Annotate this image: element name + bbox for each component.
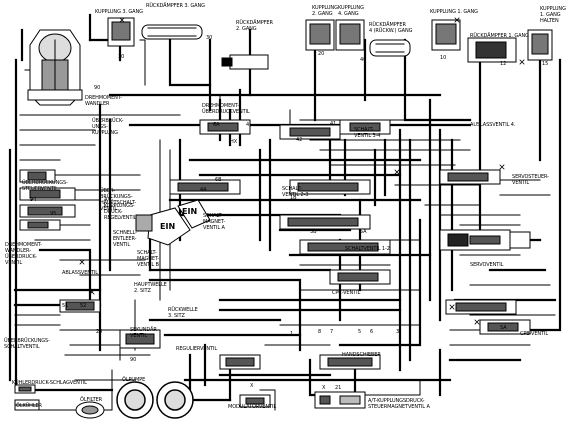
label-cpb-ventil: CPB-VENTIL bbox=[520, 331, 549, 337]
label-ueberbrueckungs-steuerventil: ÜBERBRÜCKUNGS- STEUERVENTIL bbox=[22, 180, 68, 192]
kupplung-1-halten bbox=[527, 29, 553, 61]
port-label: 5 bbox=[358, 329, 362, 335]
label-ablassventil: ABLASSVENTIL bbox=[62, 270, 98, 276]
port-label: 6B bbox=[215, 177, 222, 183]
modulatorventil-symbol bbox=[239, 394, 271, 408]
label-ueberbrueckungskupplung: ÜBERBRÜCK- UNGS- KUPPLUNG bbox=[92, 118, 124, 136]
label-rueckdaempfer-3: RÜCKDÄMPFER 3. GANG bbox=[146, 3, 205, 9]
label-drehmomentwandler-ueberdruck: DREHMOMENT- WANDLER- ÜBERDRUCK- VENTIL bbox=[5, 242, 43, 266]
schaltmagnetventil-assembly bbox=[135, 199, 211, 246]
label-drehmomentwandler: DREHMOMENT- WANDLER bbox=[85, 95, 123, 107]
label-at-kupplungs-druckregelventil: A/T- KUPPLUNGS- DRUCK- REGELVENTIL bbox=[104, 197, 137, 221]
port-label: 90 bbox=[130, 357, 137, 363]
kupplung-2-clutch bbox=[305, 19, 335, 51]
port-label: 20 bbox=[318, 51, 325, 57]
oelfilter bbox=[75, 401, 105, 419]
port-label: 8 bbox=[318, 329, 322, 335]
label-sekundaerventil: SEKUNDÄR- VENTIL bbox=[130, 327, 159, 339]
label-ein-1: EIN bbox=[160, 222, 176, 231]
port-label: 22 bbox=[225, 59, 232, 65]
label-schaltventil-12: SCHALTVENTIL 1-2 bbox=[345, 246, 390, 252]
label-oelkuehler: ÖLKÜHLER bbox=[16, 403, 42, 409]
port-label: 5A bbox=[360, 229, 367, 235]
kupplung-3-clutch bbox=[107, 17, 135, 47]
port-label: 1 bbox=[290, 331, 294, 337]
port-label: SA bbox=[500, 325, 507, 331]
oelpumpe bbox=[116, 381, 194, 419]
label-kupplung-4: KUPPLUNG 4. GANG bbox=[338, 5, 364, 17]
port-label: 95 bbox=[50, 211, 57, 217]
port-label: 1B bbox=[290, 195, 297, 201]
label-rueckdaempfer-4: RÜCKDÄMPFER 4 (RÜCKW.) GANG bbox=[369, 22, 413, 34]
label-kupplung-1-halten: KUPPLUNG 1. GANG HALTEN bbox=[540, 6, 566, 24]
label-ueberbrueckungs-zeitgeberventil: ÜBER- BRÜCKUNGS- HAUPTSCHALT- VENTIL bbox=[100, 188, 137, 212]
port-label: 52 bbox=[80, 303, 87, 309]
port-label: 12 bbox=[500, 61, 507, 67]
label-modulatorventil: MODULATORVENTIL bbox=[228, 404, 277, 410]
at-kupplungsdruck-steuermagnetventil bbox=[314, 391, 366, 409]
port-label: 25 bbox=[96, 329, 103, 335]
port-label: HX bbox=[230, 139, 238, 145]
port-label: 6A bbox=[213, 122, 220, 128]
port-label: 6 bbox=[370, 329, 374, 335]
rueckdaempfer-3 bbox=[141, 24, 203, 40]
port-label: 10 bbox=[440, 55, 447, 61]
oelkuehler bbox=[14, 399, 40, 411]
label-ablassventil-4: AUSLASSVENTIL 4. bbox=[470, 122, 516, 128]
label-at-kupplung-steuermagnetventil: A/T-KUPPLUNGSDRUCK- STEUERMAGNETVENTIL A bbox=[368, 398, 430, 410]
label-drehmoment-ueberdruck-2: DREHMOMENT- ÜBERDRUCKVENTIL bbox=[202, 103, 250, 115]
label-cpc-ventil: CPC-VENTIL bbox=[332, 290, 361, 296]
port-label: 30 bbox=[206, 35, 213, 41]
label-schaltventil-23: SCHALT- VENTIL 2-3 bbox=[282, 186, 309, 198]
port-label: X bbox=[322, 385, 326, 391]
port-label: 30 bbox=[118, 54, 125, 60]
valve-bodies bbox=[19, 119, 531, 370]
label-schaltmagnetventil-a: SCHALT- MAGNET- VENTIL A bbox=[203, 213, 226, 231]
kupplung-1-clutch bbox=[431, 19, 461, 51]
label-regulierventil: REGULIERVENTIL bbox=[176, 346, 218, 352]
label-oelpumpe: ÖLPUMPE bbox=[122, 377, 146, 383]
label-kupplung-2: KUPPLUNG 2. GANG bbox=[312, 5, 338, 17]
label-servosteuerventil: SERVOSTEUER- VENTIL bbox=[512, 174, 549, 186]
port-label: 4 bbox=[246, 122, 250, 128]
drain-markers bbox=[79, 17, 525, 325]
label-rueckwelle: RÜCKWELLE 3. SITZ bbox=[168, 307, 198, 319]
port-label: 90 bbox=[94, 85, 101, 91]
kupplung-4-clutch bbox=[335, 19, 365, 51]
label-ein-2: EIN bbox=[182, 207, 198, 216]
port-label: 3B bbox=[310, 229, 317, 235]
port-label: 42 bbox=[296, 137, 303, 143]
label-oelfilter: ÖLFILTER bbox=[80, 397, 103, 403]
label-handschieber: HANDSCHIEBER bbox=[342, 352, 381, 358]
rueckdaempfer-4 bbox=[369, 39, 411, 57]
port-label: 41 bbox=[330, 121, 337, 127]
label-rueckdaempfer-2: RÜCKDÄMPFER 2. GANG bbox=[236, 20, 273, 32]
rueckdaempfer-1 bbox=[467, 37, 517, 63]
port-label: 51 bbox=[62, 303, 69, 309]
rueckdaempfer-2 bbox=[221, 54, 269, 70]
label-schnell-entleer: SCHNELL- ENTLEER- VENTIL bbox=[113, 230, 137, 248]
label-schaltventil-34: SCHALT- VENTIL 3-4 bbox=[354, 127, 381, 139]
main-pressure-lines bbox=[8, 13, 562, 402]
label-ueberbrueckungs-schaltventil: ÜBERBRÜCKUNGS- SCHALTVENTIL bbox=[4, 338, 50, 350]
port-label: 3 bbox=[396, 329, 400, 335]
label-zweite-welle: HAUPTWELLE 2. SITZ bbox=[134, 282, 167, 294]
port-label: 4A bbox=[200, 187, 207, 193]
port-label: 40 bbox=[360, 57, 367, 63]
label-kupplung-3: KUPPLUNG 3. GANG bbox=[95, 9, 143, 15]
kuehlerdruck-schlagventil bbox=[14, 384, 36, 394]
port-label: 94 bbox=[30, 197, 37, 203]
port-label: X bbox=[250, 383, 254, 389]
label-schaltmagnetventil-b: SCHALT- MAGNET- VENTIL B bbox=[137, 250, 160, 268]
port-label: 7 bbox=[330, 329, 334, 335]
label-rueckdaempfer-1: RÜCKDÄMPFER 1. GANG bbox=[470, 33, 529, 39]
label-kupplung-1: KUPPLUNG 1. GANG bbox=[430, 9, 478, 15]
label-kuehlerdruck-schlagventil: KÜHLERDRUCK-SCHLAGVENTIL bbox=[12, 380, 87, 386]
drehmomentwandler bbox=[27, 29, 83, 106]
port-label: 15 bbox=[542, 61, 549, 67]
label-servoventil: SERVOVENTIL bbox=[470, 262, 504, 268]
port-label: 21 bbox=[335, 385, 342, 391]
